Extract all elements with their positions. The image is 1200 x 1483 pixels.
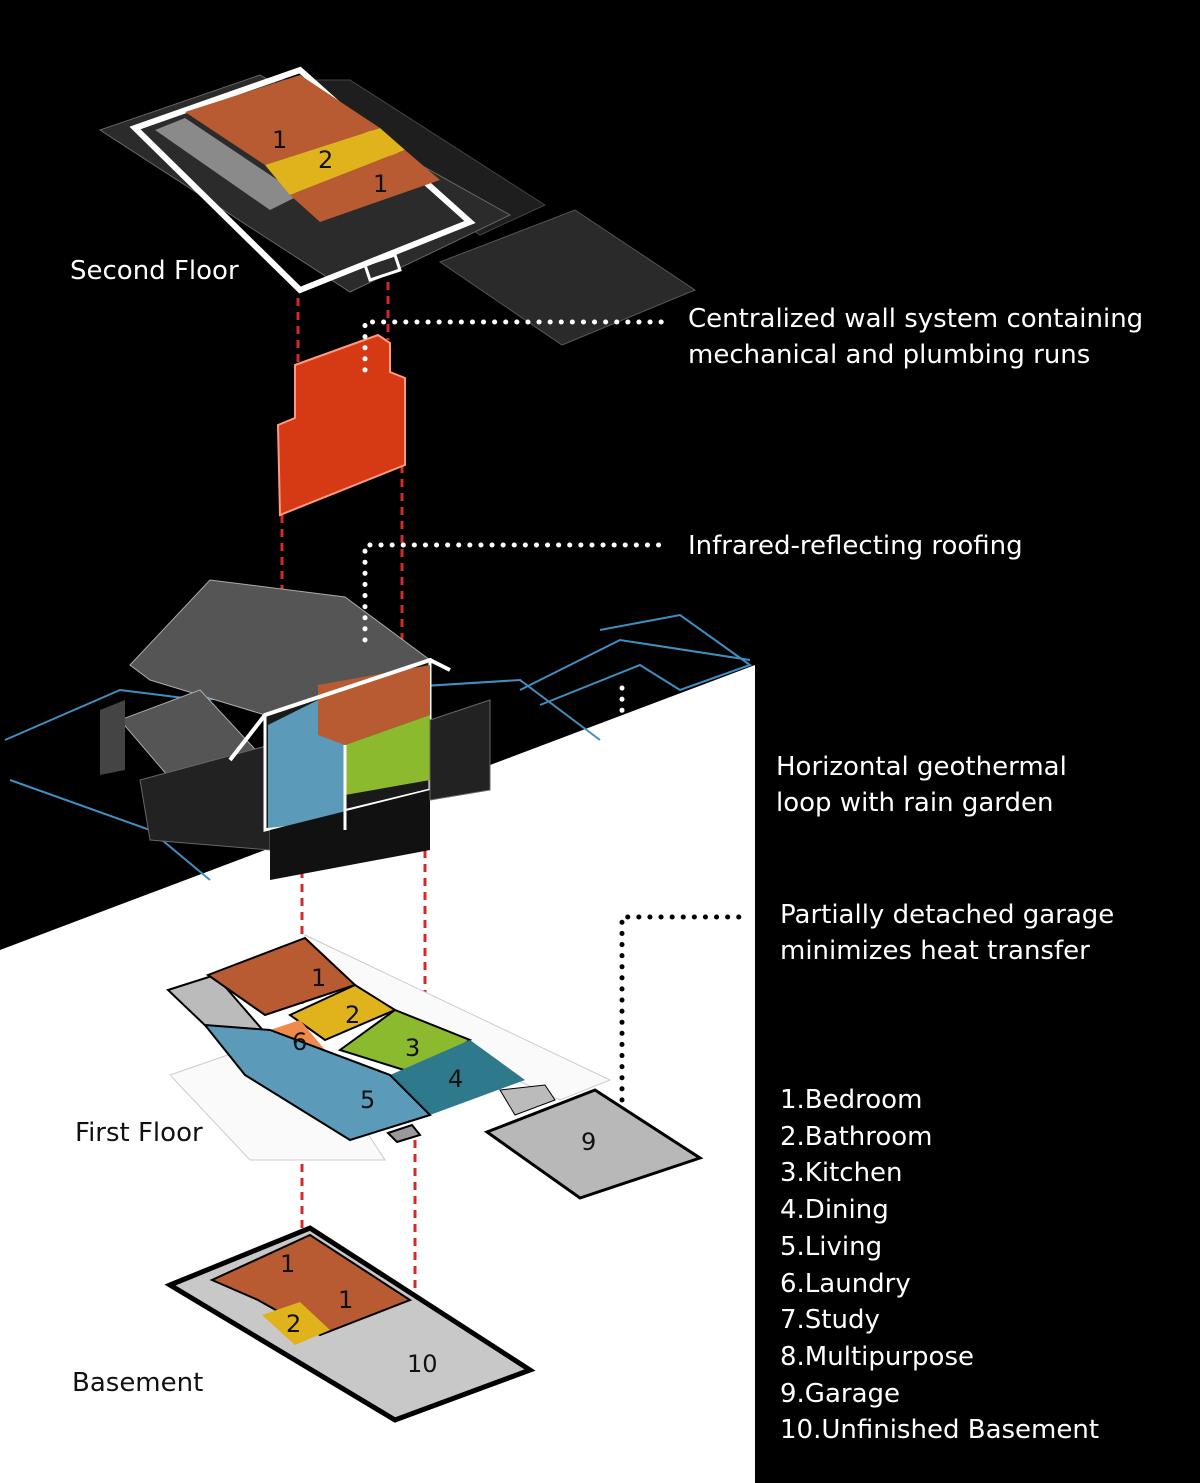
room-number: 2 bbox=[345, 1001, 360, 1029]
room-number: 9 bbox=[581, 1128, 596, 1156]
bs-bedroom bbox=[209, 1233, 413, 1337]
second-bedroom-b bbox=[290, 150, 440, 222]
ff-garage bbox=[483, 1088, 704, 1200]
annotation-garage: Partially detached garage minimizes heat… bbox=[780, 897, 1114, 969]
annotation-line: Partially detached garage bbox=[780, 900, 1115, 930]
room-number: 2 bbox=[318, 146, 333, 174]
legend-item: 6.Laundry bbox=[780, 1268, 911, 1299]
room-number: 1 bbox=[280, 1250, 295, 1278]
annotation-line: Infrared-reflecting roofing bbox=[688, 531, 1023, 561]
second-bedroom-a bbox=[185, 75, 380, 165]
room-number: 10 bbox=[407, 1350, 438, 1378]
basement-plan: 1 1 2 10 bbox=[164, 1225, 536, 1423]
annotation-line: Horizontal geothermal bbox=[776, 752, 1067, 782]
room-legend: 1.Bedroom 2.Bathroom 3.Kitchen 4.Dining … bbox=[780, 1082, 1099, 1449]
legend-item: 8.Multipurpose bbox=[780, 1341, 974, 1372]
leader-lines bbox=[362, 319, 748, 777]
ff-living bbox=[202, 1023, 432, 1142]
centralized-wall-block bbox=[276, 333, 406, 517]
legend-item: 4.Dining bbox=[780, 1195, 889, 1226]
section-orange bbox=[318, 665, 430, 745]
legend-item: 7.Study bbox=[780, 1305, 880, 1336]
annotation-roofing: Infrared-reflecting roofing bbox=[688, 528, 1023, 564]
room-number: 1 bbox=[338, 1286, 353, 1314]
label-second-floor: Second Floor bbox=[70, 256, 239, 286]
room-number: 2 bbox=[286, 1310, 301, 1338]
second-floor-plan: 1 2 1 bbox=[98, 66, 697, 346]
legend-item: 9.Garage bbox=[780, 1378, 901, 1409]
room-number: 1 bbox=[272, 126, 287, 154]
annotation-line: mechanical and plumbing runs bbox=[688, 340, 1091, 370]
room-number: 3 bbox=[405, 1034, 420, 1062]
room-number: 1 bbox=[373, 170, 388, 198]
second-bathroom bbox=[265, 128, 405, 195]
first-floor-plan: 1 2 3 4 5 6 9 bbox=[166, 934, 704, 1200]
annotation-wall-system: Centralized wall system containing mecha… bbox=[688, 301, 1143, 373]
leader-line-garage bbox=[619, 914, 748, 1103]
label-basement: Basement bbox=[72, 1368, 204, 1398]
legend-item: 5.Living bbox=[780, 1231, 883, 1262]
legend-item: 10.Unfinished Basement bbox=[780, 1415, 1100, 1446]
bs-bathroom bbox=[262, 1302, 330, 1345]
legend-item: 1.Bedroom bbox=[780, 1085, 923, 1115]
legend-item: 3.Kitchen bbox=[780, 1158, 903, 1189]
room-number: 4 bbox=[448, 1065, 463, 1093]
annotation-line: loop with rain garden bbox=[776, 788, 1054, 818]
legend-item: 2.Bathroom bbox=[780, 1121, 933, 1152]
house-section bbox=[4, 579, 753, 881]
room-number: 1 bbox=[311, 964, 326, 992]
annotation-line: Centralized wall system containing bbox=[688, 304, 1144, 334]
room-number: 6 bbox=[292, 1028, 307, 1056]
annotation-line: minimizes heat transfer bbox=[780, 936, 1090, 966]
room-number: 5 bbox=[360, 1086, 375, 1114]
ff-dining bbox=[390, 1040, 525, 1115]
label-first-floor: First Floor bbox=[75, 1118, 203, 1148]
annotation-geothermal: Horizontal geothermal loop with rain gar… bbox=[776, 749, 1067, 821]
section-green bbox=[345, 715, 430, 795]
